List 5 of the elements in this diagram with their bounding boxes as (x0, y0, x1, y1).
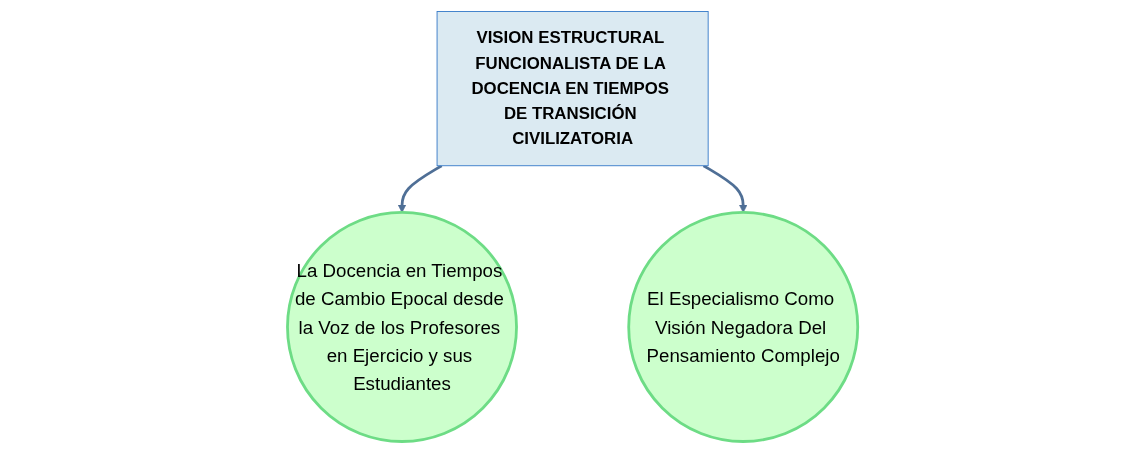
arrow (702, 164, 748, 213)
node-circle: La Docencia en Tiempos de Cambio Epocal desde la Voz de los Profesores en Ejercicio y sus Estudiantes (285, 211, 518, 443)
node-box: VISION ESTRUCTURAL FUNCIONALISTA DE LA DOCENCIA EN TIEMPOS DE TRANSICIÓN CIVILIZATORIA (436, 11, 709, 167)
node-circle: El Especialismo Como Visión Negadora Del Pensamiento Complejo (627, 211, 860, 443)
arrow (397, 164, 443, 213)
